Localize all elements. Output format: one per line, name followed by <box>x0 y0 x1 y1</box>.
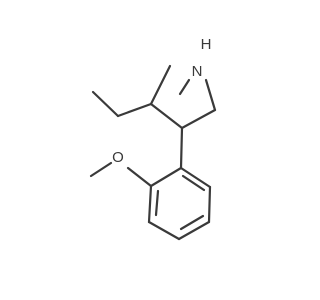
oxygen-atom-label: O <box>112 149 124 166</box>
bond-o-methyl <box>89 161 113 178</box>
bond-c4-n <box>178 78 191 96</box>
bond-c3-c2 <box>149 102 184 130</box>
bond-c2-ethyl-ch2 <box>116 102 153 118</box>
benzene-bond-2 <box>207 185 212 224</box>
structure-svg: N H O <box>89 36 217 241</box>
bond-c3-aryl <box>179 126 184 170</box>
bond-c2-c4 <box>149 64 172 106</box>
benzene-bond-5 <box>147 184 153 224</box>
molecule-diagram: N H O <box>89 35 217 241</box>
nitrogen-hydrogen-label: H <box>201 36 212 53</box>
benzene-inner-bond-1 <box>181 174 206 192</box>
bond-aryl-o <box>126 166 153 188</box>
nitrogen-atom-label: N <box>192 63 203 80</box>
bond-ethyl-ch2-ch3 <box>91 90 120 118</box>
benzene-bond-4 <box>147 220 181 241</box>
bond-n-c1 <box>204 78 217 112</box>
benzene-bond-1 <box>179 166 212 189</box>
bond-c1-c3 <box>180 108 217 130</box>
benzene-inner-bond-2 <box>179 214 205 231</box>
benzene-bond-3 <box>177 220 211 241</box>
benzene-bond-6 <box>149 166 183 188</box>
benzene-inner-bond-3 <box>154 189 160 217</box>
